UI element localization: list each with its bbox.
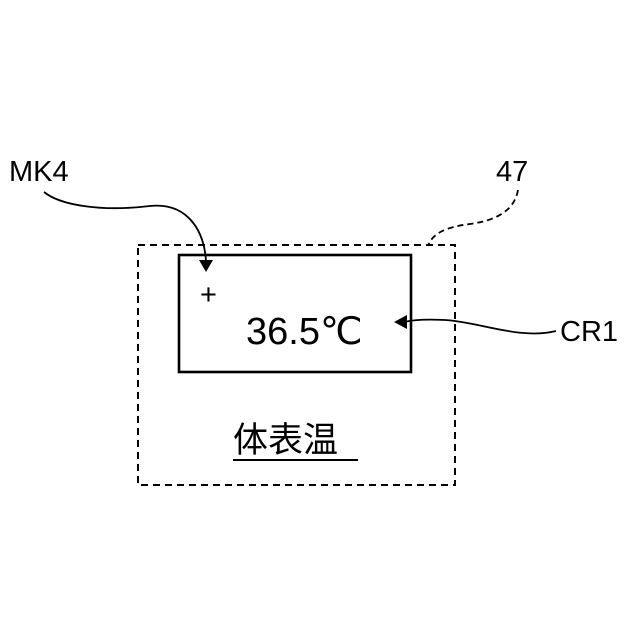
position-marker: + [200, 279, 217, 311]
caption-text: 体表温 [233, 421, 338, 461]
reading-leader-line [404, 320, 556, 334]
temperature-reading: 36.5℃ [246, 311, 363, 353]
panel-ref-label: 47 [496, 156, 528, 188]
panel-leader-line [428, 190, 518, 246]
marker-leader-line [44, 192, 206, 262]
reading-ref-label: CR1 [560, 316, 618, 348]
marker-ref-label: MK4 [9, 156, 69, 188]
